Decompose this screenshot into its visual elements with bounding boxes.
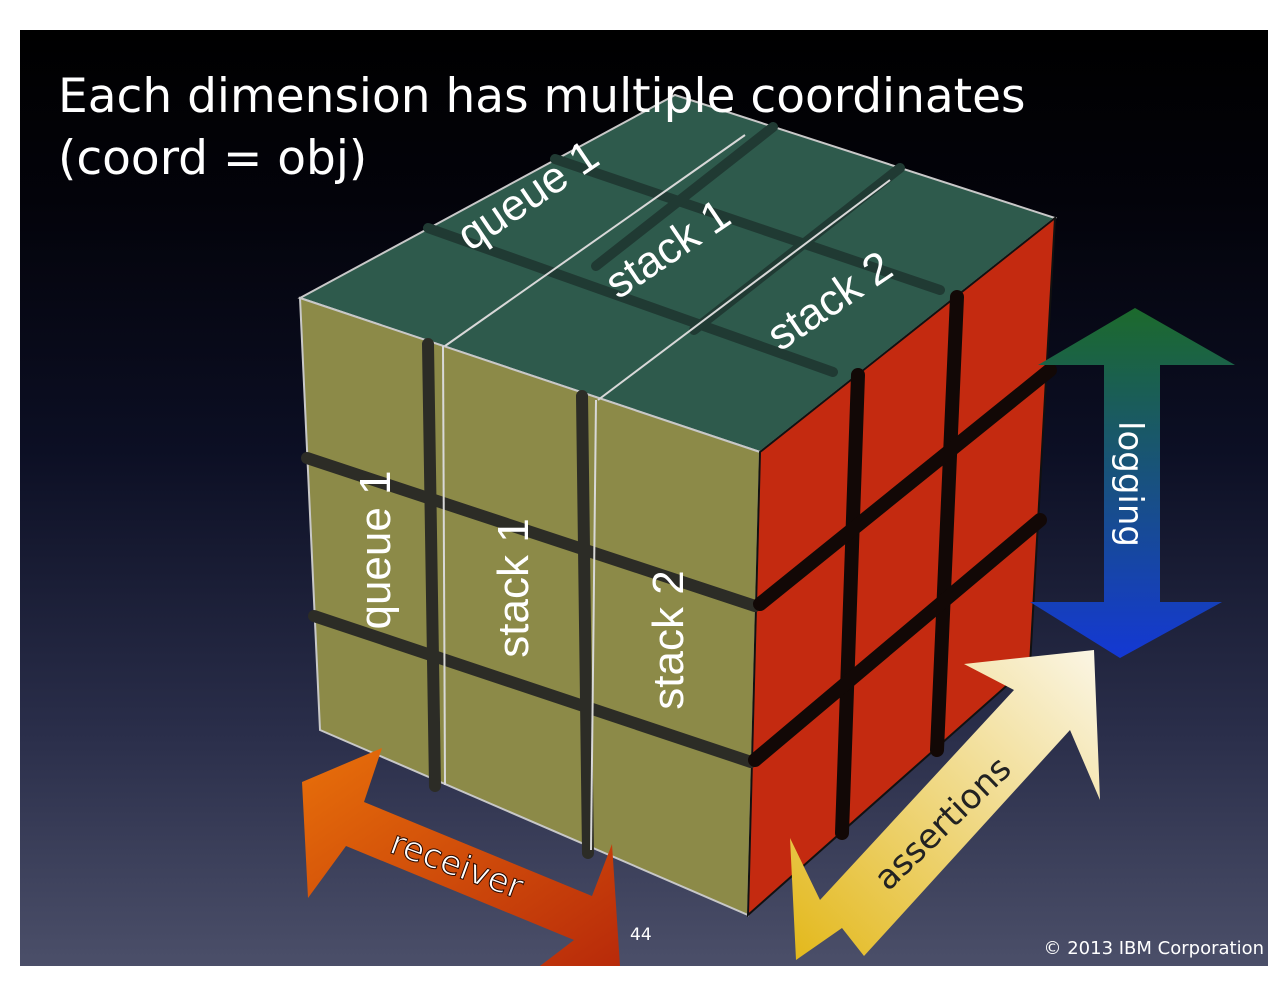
assertions-arrow-shape (790, 650, 1100, 960)
front-face-labels: queue 1 stack 1 stack 2 (351, 470, 693, 709)
slide-title: Each dimension has multiple coordinates … (58, 66, 1158, 190)
receiver-arrow-shape (302, 748, 620, 966)
front-face-grid (301, 338, 761, 859)
front-label-stack-2: stack 2 (644, 570, 693, 709)
front-label-queue-1: queue 1 (351, 470, 400, 629)
receiver-arrow-label: receiver (385, 823, 529, 908)
rubiks-cube-diagram: queue 1 stack 1 stack 2 queue 1 stack 1 … (297, 93, 1235, 966)
front-label-stack-1: stack 1 (489, 518, 538, 657)
title-line-2: (coord = obj) (58, 131, 368, 186)
front-face-column-dividers (442, 345, 597, 851)
copyright-notice: © 2013 IBM Corporation (1043, 938, 1265, 959)
top-face-column-dividers (444, 134, 891, 401)
logging-arrow-label: logging (1110, 421, 1150, 547)
side-face-grid (748, 290, 1057, 840)
slide: Each dimension has multiple coordinates … (20, 30, 1268, 966)
title-line-1: Each dimension has multiple coordinates (58, 69, 1026, 124)
logging-arrow-shape (1030, 308, 1235, 658)
logging-arrow: logging (1030, 308, 1235, 658)
page-number: 44 (630, 925, 652, 945)
